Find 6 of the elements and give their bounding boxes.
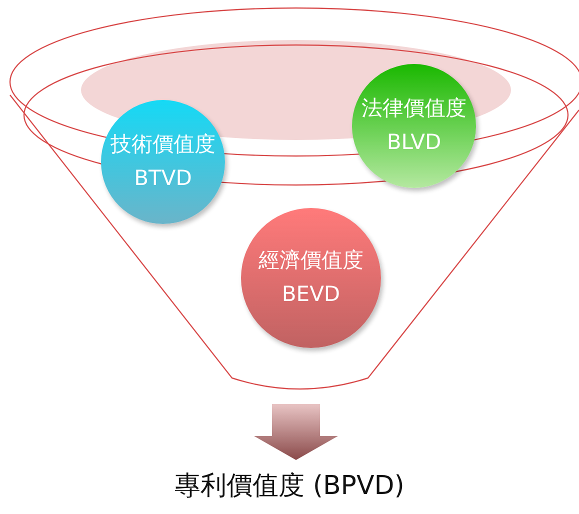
result-label: 專利價值度 (BPVD): [174, 471, 404, 501]
circle-label: 法律價值度BLVD: [360, 95, 468, 156]
circle-label: 經濟價值度BEVD: [258, 247, 364, 308]
block-arrow: [254, 404, 338, 460]
value-circle: [101, 100, 225, 224]
circle-label: 技術價值度BTVD: [110, 131, 216, 192]
